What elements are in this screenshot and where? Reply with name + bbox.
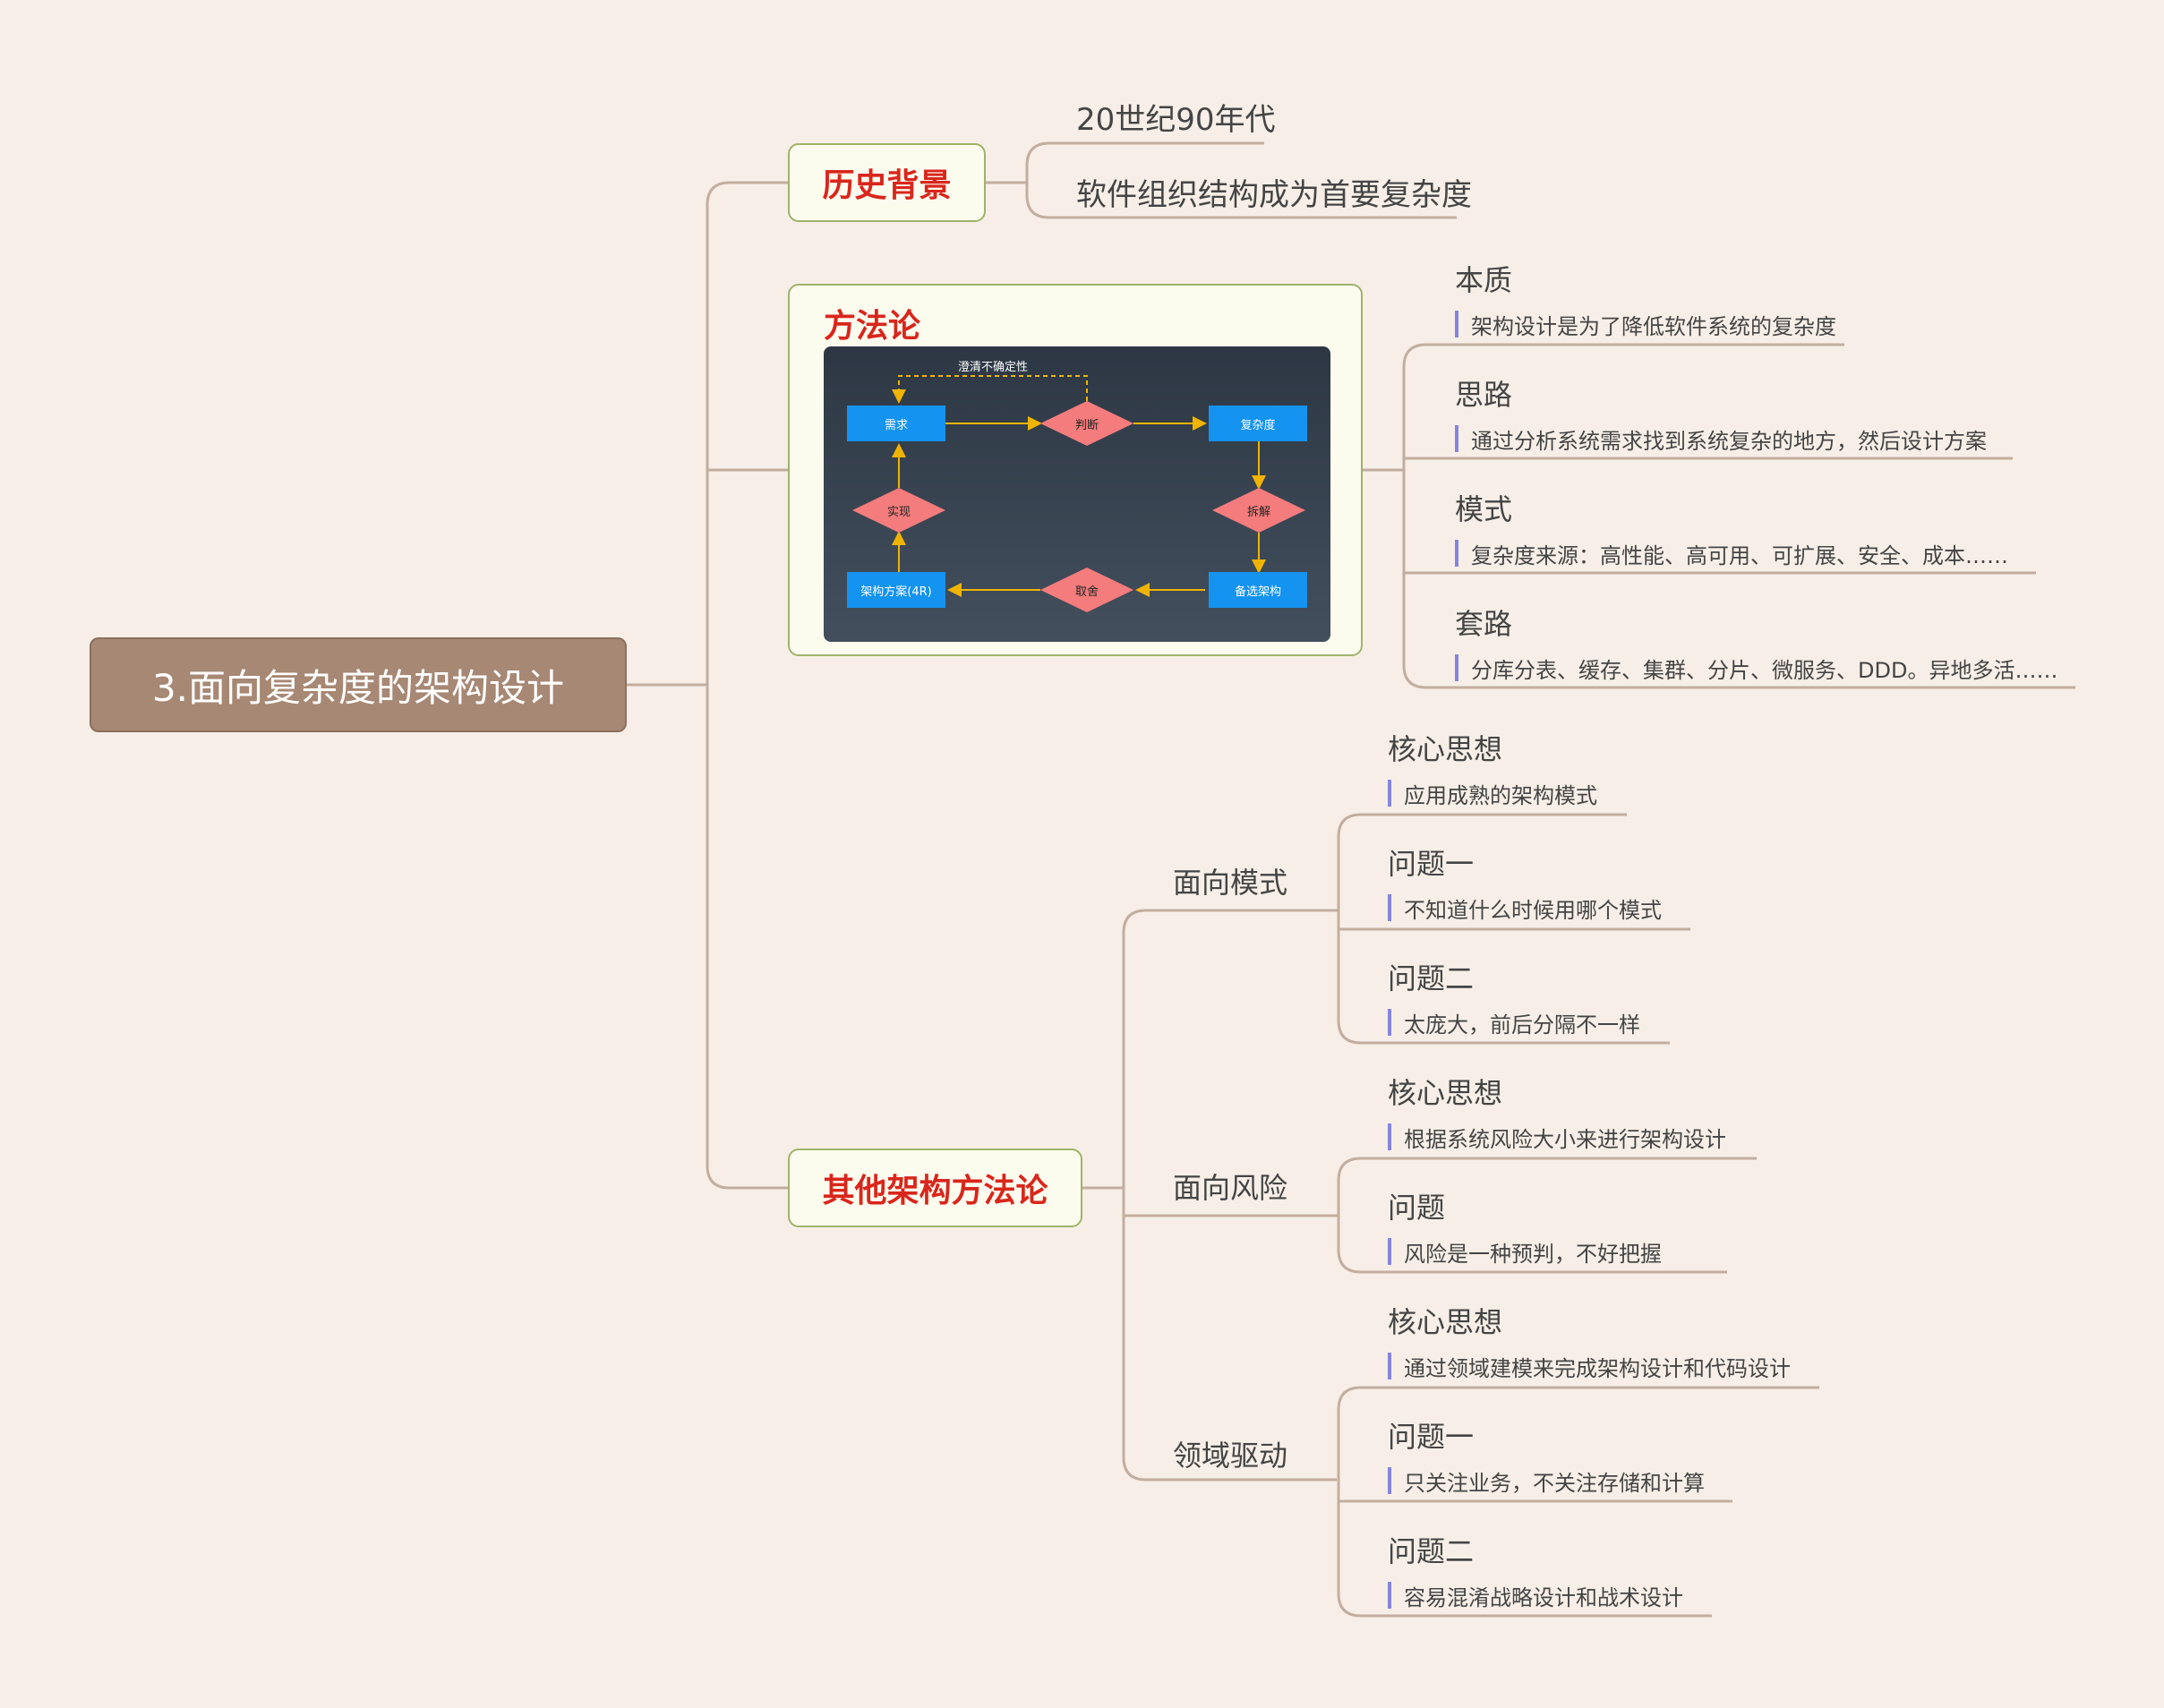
pattern-issue2-detail: 太庞大，前后分隔不一样 xyxy=(1388,1007,1640,1038)
pattern-issue1-title[interactable]: 问题一 xyxy=(1388,847,1475,881)
domain-issue2-detail: 容易混淆战略设计和战术设计 xyxy=(1388,1580,1683,1611)
pattern-core-title[interactable]: 核心思想 xyxy=(1388,732,1503,766)
pattern-issue1-detail: 不知道什么时候用哪个模式 xyxy=(1388,892,1662,924)
branch-domain[interactable]: 领域驱动 xyxy=(1173,1439,1288,1473)
flow-candidate: 备选架构 xyxy=(1209,572,1307,608)
history-node[interactable]: 历史背景 xyxy=(788,143,986,222)
aspect-essence-title[interactable]: 本质 xyxy=(1455,263,1513,297)
pattern-issue2-title[interactable]: 问题二 xyxy=(1388,961,1475,995)
aspect-routine-detail: 分库分表、缓存、集群、分片、微服务、DDD。异地多活…… xyxy=(1455,653,2057,684)
history-title: 历史背景 xyxy=(822,167,952,204)
root-title: 3.面向复杂度的架构设计 xyxy=(151,665,565,710)
methodology-node[interactable]: 方法论 澄 xyxy=(788,284,1363,656)
flow-complexity: 复杂度 xyxy=(1209,406,1307,441)
methodology-flowchart: 澄清不确定性 需求 判断 复杂度 拆解 备选架构 取舍 架构方案(4R) 实现 xyxy=(824,346,1330,642)
domain-issue2-title[interactable]: 问题二 xyxy=(1388,1534,1475,1568)
flow-loop-label: 澄清不确定性 xyxy=(958,361,1029,374)
aspect-approach-title[interactable]: 思路 xyxy=(1455,378,1513,412)
pattern-core-detail: 应用成熟的架构模式 xyxy=(1388,778,1597,809)
aspect-approach-detail: 通过分析系统需求找到系统复杂的地方，然后设计方案 xyxy=(1455,423,1987,455)
risk-core-title[interactable]: 核心思想 xyxy=(1388,1076,1503,1110)
history-item-complexity: 软件组织结构成为首要复杂度 xyxy=(1076,177,1472,213)
history-item-era: 20世纪90年代 xyxy=(1076,102,1276,138)
aspect-pattern-detail: 复杂度来源：高性能、高可用、可扩展、安全、成本…… xyxy=(1455,538,2008,569)
domain-issue1-title[interactable]: 问题一 xyxy=(1388,1420,1475,1454)
risk-issue-detail: 风险是一种预判，不好把握 xyxy=(1388,1236,1662,1268)
others-node[interactable]: 其他架构方法论 xyxy=(788,1149,1082,1227)
risk-issue-title[interactable]: 问题 xyxy=(1388,1191,1446,1225)
root-node[interactable]: 3.面向复杂度的架构设计 xyxy=(90,637,627,732)
flowchart-arrows xyxy=(892,375,1266,597)
domain-core-detail: 通过领域建模来完成架构设计和代码设计 xyxy=(1388,1351,1791,1382)
aspect-pattern-title[interactable]: 模式 xyxy=(1455,492,1513,526)
risk-core-detail: 根据系统风险大小来进行架构设计 xyxy=(1388,1122,1726,1153)
branch-risk[interactable]: 面向风险 xyxy=(1173,1171,1288,1205)
methodology-title: 方法论 xyxy=(824,308,921,345)
aspect-essence-detail: 架构设计是为了降低软件系统的复杂度 xyxy=(1455,309,1836,340)
domain-core-title[interactable]: 核心思想 xyxy=(1388,1305,1503,1339)
others-title: 其他架构方法论 xyxy=(822,1173,1048,1209)
domain-issue1-detail: 只关注业务，不关注存储和计算 xyxy=(1388,1465,1705,1497)
branch-pattern[interactable]: 面向模式 xyxy=(1173,866,1288,900)
aspect-routine-title[interactable]: 套路 xyxy=(1455,607,1513,641)
flow-requirement: 需求 xyxy=(847,406,945,441)
flow-solution: 架构方案(4R) xyxy=(847,572,945,608)
